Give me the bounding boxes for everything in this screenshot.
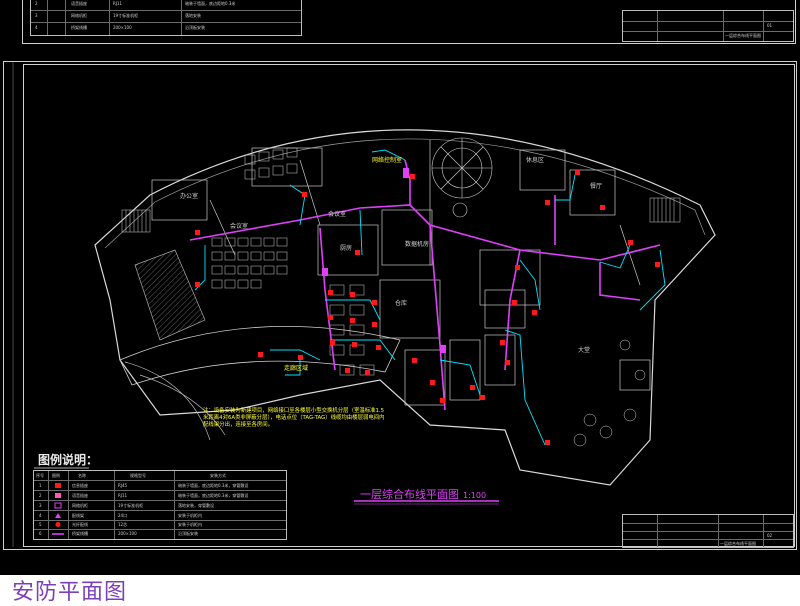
top-legend-table: 2 语音插座 RJ11 暗装于墙面，底边距地0.3米 3 网络机柜 19寸标准机… [30,0,302,36]
legend-row-no: 5 [39,522,42,527]
top-title-block-no: 01 [767,23,773,28]
legend-row-spec: RJ45 [118,483,128,488]
floor-plan-drawing: 网络控制室 数据机房 会议室 会议室 办公室 大堂 餐厅 走廊区域 厨房 仓库 … [94,129,716,486]
legend-row-no: 3 [39,503,42,508]
legend-row-install: 安装于机柜内 [178,522,202,527]
legend-row-spec: 19寸标准机柜 [118,503,144,508]
sheet-margin-ruler [12,62,14,547]
legend-row-spec: 24口 [118,513,128,518]
room-label-office: 办公室 [180,192,198,200]
building-outer-wall [94,129,716,486]
legend-row-install: 沿顶板安装 [178,531,198,536]
patch-panel-symbol-icon [55,513,61,518]
room-label-meeting-b: 会议室 [230,222,248,230]
legend-row-name: 桥架线槽 [72,531,88,536]
legend-row-spec: 12芯 [118,522,128,527]
bottom-title-block: 一层综合布线平面图 02 [622,514,794,548]
room-label-kitchen: 厨房 [340,244,352,252]
room-label-walkway: 走廊区域 [284,364,308,372]
fiber-symbol-icon [55,522,61,527]
top-legend-row-spec: 19寸标准机柜 [113,13,139,18]
desk-cluster-top [244,147,298,180]
legend-header-symbol: 图例 [52,473,60,478]
stairs-right [649,197,681,223]
legend-table: 序号 图例 名称 规格型号 安装方式 1 信息插座 RJ45 暗装于墙面，底边距… [33,470,287,540]
desk-cluster-left [211,237,288,289]
top-legend-row-install: 落地安装 [185,13,201,18]
interior-walls [151,140,651,406]
main-sheet-inner-border [23,64,795,547]
top-legend-row-name: 语音插座 [71,1,87,6]
plan-title-underline [354,500,499,505]
top-legend-row-num: 4 [35,25,38,30]
legend-row-install: 落地安装，穿管敷设 [178,503,214,508]
voice-outlet-symbol-icon [55,493,61,498]
legend-header-no: 序号 [36,473,44,478]
top-legend-row-install: 沿顶板安装 [185,25,205,30]
top-title-block: 一层综合布线平面图 01 [622,10,794,42]
legend-row-no: 1 [39,483,42,488]
page-caption: 安防平面图 [12,580,128,605]
cyan-cable-branches [194,149,666,446]
network-cabinet-symbol-icon [54,502,62,509]
spiral-stair [431,137,493,218]
room-label-server-room: 数据机房 [405,240,429,248]
room-label-storage: 仓库 [395,299,407,307]
legend-title: 图例说明： [38,453,99,467]
top-legend-row-name: 网络机柜 [71,13,87,18]
legend-row-no: 2 [39,493,42,498]
legend-row-spec: 200×100 [118,531,137,536]
legend-row-spec: RJ11 [118,493,128,498]
hatched-wing [134,249,206,341]
room-label-restaurant: 餐厅 [590,182,602,190]
legend-row-name: 光纤配线 [72,522,88,527]
data-outlet-symbol-icon [55,483,61,488]
legend-header-spec: 规格型号 [130,473,146,478]
legend-header-install: 安装方式 [210,473,226,478]
room-label-meeting-a: 会议室 [328,210,346,218]
top-legend-row-spec: RJ11 [113,1,123,6]
legend-row-no: 6 [39,531,42,536]
legend-row-install: 暗装于墙面，底边距地0.3米，穿管敷设 [178,493,249,498]
top-legend-row-num: 3 [35,13,38,18]
legend-row-install: 暗装于墙面，底边距地0.3米，穿管敷设 [178,483,249,488]
top-legend-row-num: 2 [35,1,38,6]
cable-tray-symbol-icon [52,533,64,535]
bottom-title-block-name: 一层综合布线平面图 [720,541,756,546]
building-inner-wall [104,138,706,249]
plan-scale: 1:100 [463,491,487,500]
desk-cluster-center [329,284,375,376]
magenta-cable-trunk [189,159,661,411]
legend-row-no: 4 [39,513,42,518]
top-sheet-frame [22,0,796,44]
legend-header-name: 名称 [78,473,86,478]
bottom-title-block-no: 02 [767,533,773,538]
room-label-network-room: 网络控制室 [372,156,402,164]
legend-row-install: 安装于机柜内 [178,513,202,518]
legend-row-name: 语音插座 [72,493,88,498]
plan-title-text: 一层综合布线平面图 [360,488,459,501]
legend-row-name: 配线架 [72,513,84,518]
room-label-activity: 休息区 [526,156,544,164]
stairs-left [121,209,151,233]
legend-title-underline [34,467,89,469]
outlet-markers [195,170,660,445]
legend-row-name: 信息插座 [72,483,88,488]
main-sheet-frame [3,61,797,550]
round-tables [573,339,646,447]
top-title-block-name: 一层综合布线平面图 [725,33,761,38]
plan-title: 一层综合布线平面图 1:100 [360,486,486,502]
equipment-racks [322,168,446,353]
room-label-lobby: 大堂 [578,346,590,354]
top-legend-row-install: 暗装于墙面，底边距地0.3米 [185,1,236,6]
top-legend-row-spec: 200×100 [113,25,132,30]
cad-drawing-canvas: 2 语音插座 RJ11 暗装于墙面，底边距地0.3米 3 网络机柜 19寸标准机… [0,0,800,575]
design-note: 注：设备安装为新建项目，网络接口至各楼层小型交换机分层（室温标准1.5米距离4对… [203,408,385,428]
legend-row-name: 网络机柜 [72,503,88,508]
top-legend-row-name: 桥架线槽 [71,25,87,30]
